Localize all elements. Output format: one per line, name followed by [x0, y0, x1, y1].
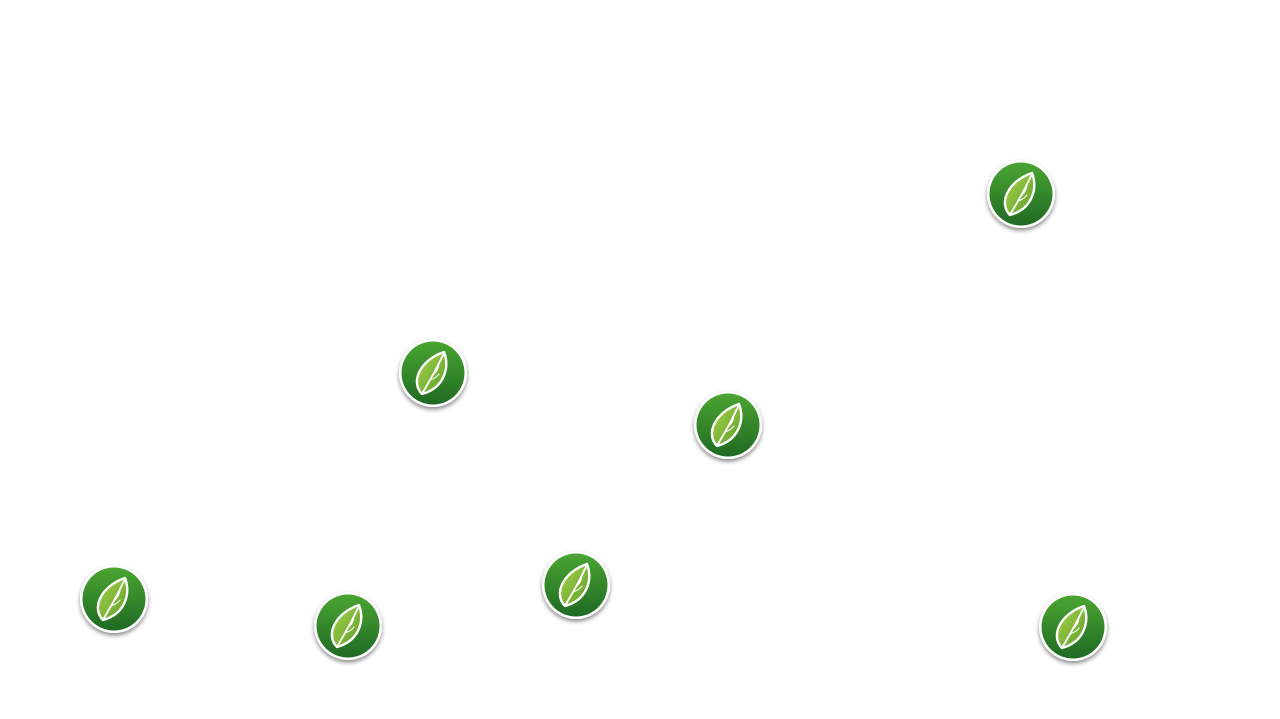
leaf-icon: [693, 390, 763, 460]
leaf-badge-4[interactable]: [541, 550, 611, 620]
leaf-badge-5[interactable]: [79, 564, 149, 634]
leaf-icon: [1038, 592, 1108, 662]
leaf-badge-7[interactable]: [1038, 592, 1108, 662]
leaf-badge-6[interactable]: [313, 591, 383, 661]
leaf-icon: [79, 564, 149, 634]
leaf-icon: [986, 159, 1056, 229]
leaf-badge-3[interactable]: [693, 390, 763, 460]
leaf-badge-1[interactable]: [986, 159, 1056, 229]
leaf-icon: [541, 550, 611, 620]
leaf-icon: [398, 338, 468, 408]
leaf-icon: [313, 591, 383, 661]
leaf-badge-2[interactable]: [398, 338, 468, 408]
